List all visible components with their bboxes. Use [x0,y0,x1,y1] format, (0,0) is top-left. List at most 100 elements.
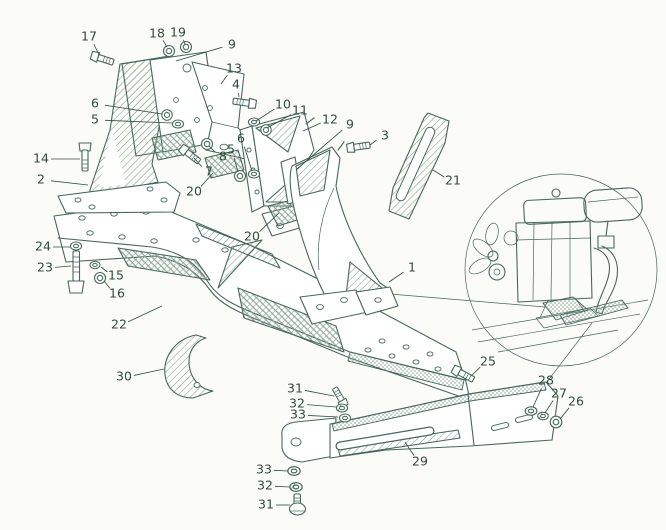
callout-leader-27 [544,400,554,414]
lock-washer-27 [537,411,549,421]
callout-leader-20 [200,172,214,187]
callout-16: 16 [103,280,125,301]
callout-5: 5 [227,142,239,173]
callout-23: 23 [37,260,72,275]
callout-13: 13 [220,61,242,85]
callout-leader-3 [369,139,377,146]
callout-label-22: 22 [111,317,127,332]
callout-label-16: 16 [109,286,125,301]
nut-26 [549,415,563,429]
bolt-17 [89,49,116,68]
nut-5b [233,169,247,183]
bolt-31b [288,493,307,516]
callout-15: 15 [100,266,124,283]
callout-label-15: 15 [108,268,124,283]
callout-32: 32 [257,478,291,493]
callout-17: 17 [81,29,100,56]
callout-label-23: 23 [37,260,53,275]
washer-5 [171,119,185,129]
callout-leader-26 [559,407,570,420]
callout-9: 9 [296,117,354,170]
callout-label-24: 24 [35,239,51,254]
callout-label-5: 5 [91,112,99,127]
callout-26: 26 [559,394,584,420]
callout-label-9: 9 [228,37,236,52]
callout-label-30: 30 [116,369,132,384]
callout-33: 33 [256,462,289,477]
washer-28 [524,406,538,416]
callout-10: 10 [255,97,291,122]
callout-label-28: 28 [538,373,554,388]
fasteners [67,40,563,516]
callout-label-33: 33 [290,407,306,422]
callout-leader-22 [127,305,163,323]
callout-label-20: 20 [244,229,260,244]
callout-leader-1 [388,271,404,283]
callout-label-5: 5 [227,142,235,157]
callout-18: 18 [149,26,168,48]
callout-leader-23 [54,265,72,268]
callout-leader-20 [259,212,280,232]
callout-leader-17 [93,43,100,56]
callout-label-7: 7 [205,164,213,179]
callout-27: 27 [544,386,567,414]
callout-leader-33 [307,414,339,418]
crossmember-gusset [217,239,263,289]
engine-mount-bracket-right [280,141,399,325]
washer-10 [247,117,261,127]
crossmember-edge-band [347,351,465,391]
callout-33: 33 [290,407,339,422]
callout-leader-30 [133,368,165,376]
crossmember-hatch-left [117,247,211,281]
callout-label-10: 10 [275,97,291,112]
callout-31: 31 [287,381,335,397]
callout-leader-10 [255,108,275,122]
strap-21 [388,112,450,220]
callout-label-14: 14 [33,151,49,166]
callout-label-6: 6 [237,131,245,146]
callout-11: 11 [266,103,308,129]
callout-leader-29 [404,441,415,456]
callout-label-1: 1 [408,260,416,275]
callout-label-31: 31 [258,497,274,512]
washer-33a [338,413,352,423]
nut-19 [179,40,193,54]
callout-leader-15 [100,266,108,273]
callout-22: 22 [111,305,163,332]
nut-16 [93,271,107,285]
callout-3: 3 [369,128,389,146]
callout-21: 21 [432,169,461,188]
callout-9: 9 [175,37,236,62]
lock-washer-32b [289,481,303,493]
callout-leader-7 [193,157,203,167]
callout-leader-12 [302,122,321,132]
washer-15 [89,260,101,270]
callout-leader-9 [175,46,223,62]
bolt-3 [345,139,372,154]
callout-12: 12 [302,112,338,132]
callout-leader-6 [104,104,163,115]
callout-leader-31 [304,389,335,397]
callout-2: 2 [37,172,89,187]
callout-6: 6 [91,96,163,115]
bracket-30 [164,334,214,399]
callout-label-18: 18 [149,26,165,41]
callout-leader-33 [273,469,289,472]
lock-washer-32a [335,403,349,413]
callout-label-21: 21 [445,173,461,188]
bolt-14 [78,142,92,172]
callout-leader-32 [306,404,337,408]
nut-6 [161,109,173,121]
callout-label-32: 32 [289,396,305,411]
callout-leader-6 [243,146,253,172]
callout-label-32: 32 [257,478,273,493]
callout-label-25: 25 [480,354,496,369]
callout-leader-28 [532,387,542,408]
callout-24: 24 [35,239,70,254]
callout-28: 28 [532,373,554,408]
callout-label-27: 27 [551,386,567,401]
callout-label-31: 31 [287,381,303,396]
callout-30: 30 [116,368,165,384]
